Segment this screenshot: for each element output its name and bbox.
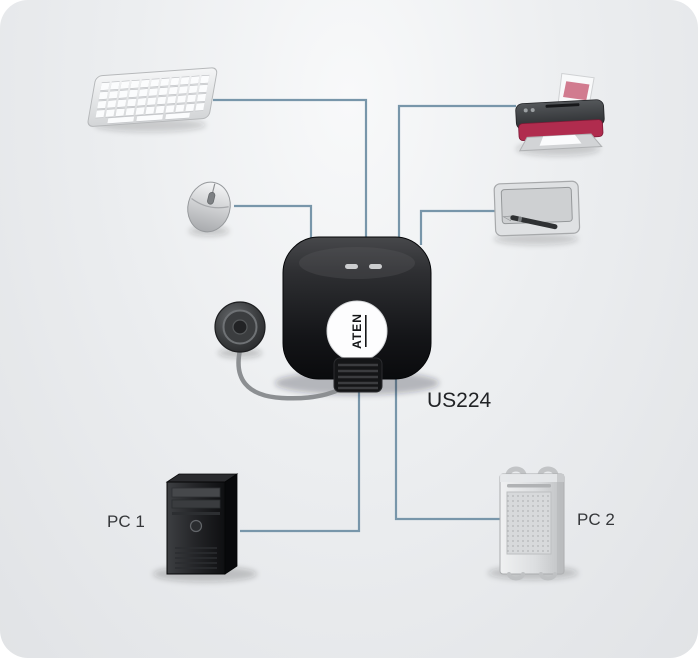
printer-paper-slot xyxy=(545,103,580,108)
graphics-tablet-icon xyxy=(493,180,581,237)
brand-logo-underline xyxy=(365,315,367,347)
pc1-drive-bay xyxy=(171,499,221,509)
pc1-optical-drive xyxy=(171,487,221,498)
pc1-vents xyxy=(175,547,217,569)
printer-link-line xyxy=(397,104,516,245)
pc2-link-line xyxy=(394,368,500,521)
keyboard-link-line xyxy=(213,98,368,245)
pc1-link-line xyxy=(240,368,361,533)
pc2-foot-right xyxy=(539,572,557,581)
remote-port-selector-icon xyxy=(214,301,266,353)
printer-button xyxy=(530,108,535,113)
pc-tower-black-icon xyxy=(165,473,239,575)
printer-output-sheet xyxy=(539,134,582,146)
printer-icon xyxy=(515,72,605,152)
connection-lines xyxy=(213,98,516,533)
mouse-split-line xyxy=(191,198,229,209)
usb-switch-icon: ATEN xyxy=(282,236,432,380)
brand-logo-text: ATEN xyxy=(350,313,364,349)
pc2-handle-right xyxy=(537,466,559,478)
mouse-icon xyxy=(187,181,231,233)
switch-gloss-highlight xyxy=(299,247,415,279)
pc1-power-button xyxy=(189,519,203,533)
pc1-label: PC 1 xyxy=(107,512,145,531)
tablet-pen xyxy=(502,215,558,230)
pc-tower-silver-icon xyxy=(499,466,565,581)
switch-connector-tab xyxy=(333,357,383,393)
pc2-side-shade xyxy=(557,474,564,574)
brand-logo: ATEN xyxy=(350,313,367,349)
mouse-scroll-wheel xyxy=(207,191,216,205)
tablet-link-line xyxy=(419,209,497,245)
pc2-top-band xyxy=(500,474,564,482)
mouse-link-line xyxy=(234,204,313,245)
switch-led-2 xyxy=(369,264,382,269)
pc2-optical-slot xyxy=(507,484,551,488)
pc1-side-face xyxy=(224,473,238,575)
keyboard-icon xyxy=(87,67,218,127)
pc2-handle-left xyxy=(505,466,527,478)
switch-model-label: US224 xyxy=(427,389,492,412)
selector-button xyxy=(232,319,248,335)
pc2-label: PC 2 xyxy=(577,510,615,529)
printer-paper-print xyxy=(563,81,590,101)
printer-button xyxy=(523,108,528,113)
pc2-grille-holes xyxy=(507,492,551,554)
switch-led-1 xyxy=(345,264,358,269)
pc2-foot-left xyxy=(507,572,525,581)
pc1-floppy-slot xyxy=(172,512,220,515)
